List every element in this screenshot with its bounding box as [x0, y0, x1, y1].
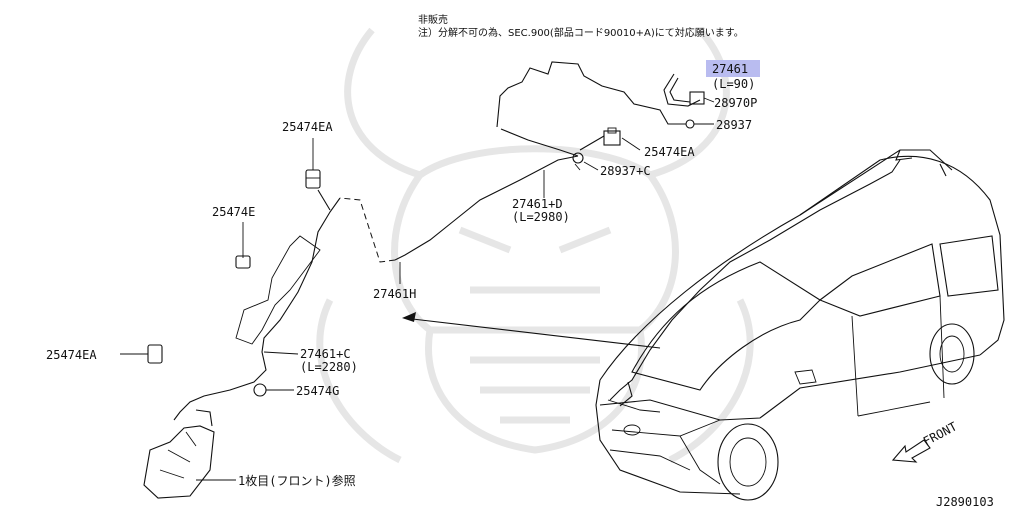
- nozzle-27461: [663, 73, 705, 129]
- front-label: FRONT: [921, 419, 959, 448]
- front-direction-arrow: FRONT: [891, 419, 959, 463]
- label-25474e[interactable]: 25474E: [212, 205, 255, 219]
- label-25474ea-lower[interactable]: 25474EA: [46, 348, 97, 362]
- label-25474ea-upper[interactable]: 25474EA: [644, 145, 695, 159]
- clip-25474ea-upper: [603, 127, 621, 146]
- label-25474ea-left[interactable]: 25474EA: [282, 120, 333, 134]
- vehicle-outline: [595, 149, 1005, 501]
- label-27461[interactable]: 27461: [712, 62, 748, 76]
- label-27461c[interactable]: 27461+C: [300, 347, 351, 361]
- clip-25474g: [253, 383, 267, 397]
- washer-tank: [143, 409, 215, 499]
- clip-25474ea-lower: [147, 344, 163, 364]
- hose-route: [173, 61, 686, 421]
- note-line-1: 非販売: [418, 13, 448, 26]
- clip-25474ea-left: [305, 169, 321, 189]
- note-line-2: 注）分解不可の為、SEC.900(部品コード90010+A)にて対応願います。: [418, 26, 744, 39]
- label-27461-length: (L=90): [712, 77, 755, 91]
- clip-28937c: [572, 152, 584, 171]
- label-27461d-length: (L=2980): [512, 210, 570, 224]
- label-27461h[interactable]: 27461H: [373, 287, 416, 301]
- label-washer-tank-ref[interactable]: 1枚目(フロント)参照: [238, 473, 356, 488]
- part-highlight: [706, 60, 760, 77]
- label-28937[interactable]: 28937: [716, 118, 752, 132]
- label-25474g[interactable]: 25474G: [296, 384, 339, 398]
- label-28970p[interactable]: 28970P: [714, 96, 757, 110]
- watermark-logo: [316, 27, 754, 464]
- label-27461d[interactable]: 27461+D: [512, 197, 563, 211]
- label-27461c-length: (L=2280): [300, 360, 358, 374]
- diagram-id: J2890103: [936, 495, 994, 509]
- leader-lines: [120, 97, 715, 481]
- label-28937c[interactable]: 28937+C: [600, 164, 651, 178]
